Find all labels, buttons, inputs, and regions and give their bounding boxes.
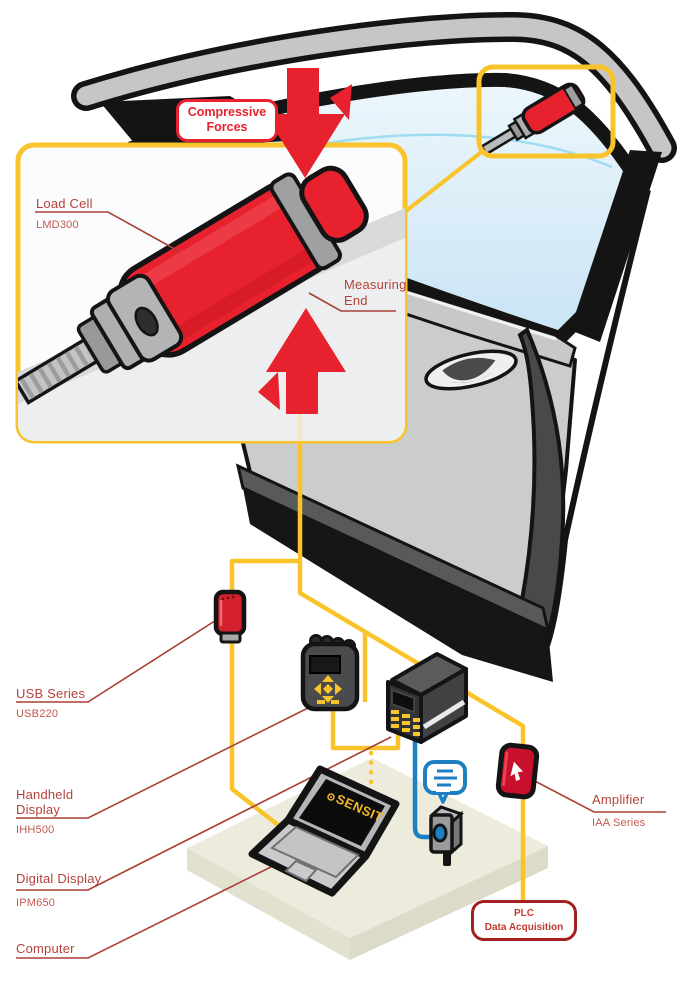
leader-amplifier	[530, 778, 666, 813]
wire-main-to-plc	[297, 441, 526, 903]
compressive-forces-callout: Compressive Forces	[176, 99, 278, 142]
laptop-keyboard	[270, 825, 360, 879]
measuring-end-label-2: End	[344, 293, 368, 308]
sill-highlight	[401, 289, 557, 341]
handheld-screen	[309, 655, 341, 674]
sensor-device	[429, 805, 464, 866]
wiring	[229, 441, 526, 903]
handheld-label-1: Handheld	[16, 787, 74, 802]
up-arrow-icon	[258, 308, 346, 414]
down-arrow-icon	[265, 68, 352, 178]
amplifier-label: Amplifier	[592, 792, 645, 807]
usb-series-label: USB Series	[16, 686, 86, 701]
callout-line1: Compressive	[187, 105, 267, 119]
inset-connector-line	[404, 148, 486, 213]
load-cell-label: Load Cell	[36, 196, 93, 211]
door-edge-outline	[537, 189, 651, 662]
handheld-label-2: Display	[16, 802, 61, 817]
laptop: SENSIT	[248, 765, 400, 897]
leader-digital	[16, 736, 392, 891]
load-cell-model: LMD300	[36, 219, 79, 231]
leader-measuring-end	[308, 292, 396, 312]
laptop-trackpad	[284, 859, 318, 883]
digital-display-label: Digital Display	[16, 871, 102, 886]
panel-meter-buttons	[391, 710, 420, 736]
leader-handheld	[16, 700, 323, 819]
chat-bubble-icon	[423, 760, 467, 804]
wire-handheld-display	[330, 706, 401, 751]
leader-usb	[16, 616, 222, 703]
handheld-model: IHH500	[16, 824, 55, 836]
panel-meter-device	[386, 652, 468, 744]
plc-data-acquisition-box: PLC Data Acquisition	[471, 900, 577, 941]
usb-series-model: USB220	[16, 708, 59, 720]
cursor-icon	[510, 761, 523, 781]
callout-line2: Forces	[206, 120, 248, 135]
measuring-end-tip	[299, 165, 369, 243]
panel-meter-screen	[391, 688, 415, 714]
handheld-keypad	[314, 675, 342, 704]
door-handle-icon	[424, 349, 518, 391]
sensor-lens	[432, 823, 448, 843]
amplifier-device	[495, 742, 540, 800]
load-cell-illustration	[18, 165, 369, 405]
b-pillar	[570, 150, 662, 342]
measuring-end-label-1: Measuring	[344, 277, 407, 292]
sensit-logo-mark	[327, 793, 335, 801]
usb-dongle	[213, 589, 247, 644]
digital-display-model: IPM650	[16, 897, 56, 909]
computer-label: Computer	[16, 941, 75, 956]
inset-box-small	[476, 64, 616, 159]
leader-lines	[16, 211, 666, 959]
amplifier-model: IAA Series	[592, 817, 646, 829]
handheld-device	[300, 634, 360, 712]
wire-usb-branch	[229, 558, 300, 841]
leader-load-cell	[35, 211, 181, 253]
wire-blue-sensor	[412, 736, 434, 840]
rocker-panel	[243, 488, 553, 682]
leader-computer	[16, 855, 294, 959]
plc-line2: Data Acquisition	[484, 921, 564, 933]
plc-line1: PLC	[514, 908, 534, 919]
laptop-display	[299, 779, 385, 846]
